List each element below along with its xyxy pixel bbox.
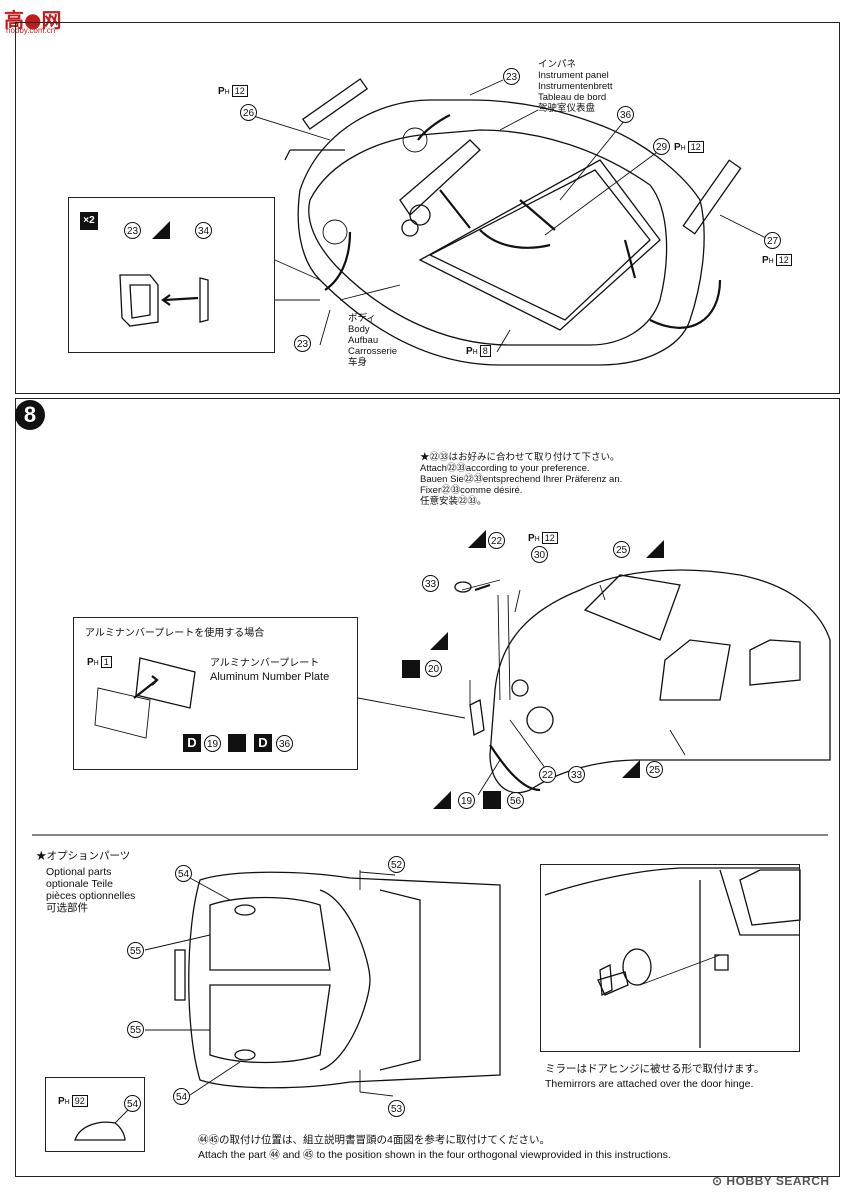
brand-watermark: ⊙ HOBBY SEARCH [712,1174,830,1188]
ph-num-box: 12 [775,254,792,266]
mirror-drawing [544,867,801,1048]
ph-num-box: 8 [479,345,491,357]
part-callout-25-bottom: 25 [646,761,663,778]
part-callout-29: 29 [653,138,670,155]
decal-icon: D [183,734,201,752]
number-plate-title: アルミナンバープレートを使用する場合 [85,628,265,639]
attach-preference-note: ★㉒㉝はお好みに合わせて取り付けて下さい。 Attach㉒㉝according … [420,452,623,507]
part-callout-33: 33 [422,575,439,592]
ph-letter: P [218,86,225,97]
position-note-en: Attach the part ㊹ and ㊺ to the position … [198,1149,671,1161]
plate-callout-19: 19 [204,735,221,752]
paint-icon [402,660,420,678]
step-number-badge: 8 [15,400,45,430]
top-panel [15,22,840,394]
decal-icon: D [254,734,272,752]
callout-33: 33 [568,766,585,783]
inset-callout-23: 23 [124,222,141,239]
part-callout-19: 19 [458,792,475,809]
position-note-jp: ㊹㊺の取付け位置は、組立説明書冒頭の4面図を参考に取付けてください。 [198,1134,551,1146]
watermark-glyph: 高●网 [4,8,62,32]
option-callout-55-top: 55 [127,942,144,959]
part-callout-23-bottom: 23 [294,335,311,352]
watermark-logo: 高●网 hobby.com.cn [4,4,74,38]
paint-icon [228,734,246,752]
part-callout-25-top: 25 [613,541,630,558]
options-title-jp: ★オプションパーツ [36,850,131,862]
part-callout-20: 20 [425,660,442,677]
topview-car [144,870,501,1097]
callout-22: 22 [539,766,556,783]
callout-dash: - [559,769,563,780]
small-inset-drawing [74,1109,129,1141]
small-callout-54: 54 [124,1095,141,1112]
number-plate-box [73,617,358,770]
brand-text: HOBBY SEARCH [726,1174,830,1188]
part-callout-23-top: 23 [503,68,520,85]
part-callout-56: 56 [507,792,524,809]
mirror-box [540,864,800,1052]
option-callout-54-top: 54 [175,865,192,882]
paint-icon [483,791,501,809]
options-title-lang: Optional parts optionale Teile pièces op… [46,866,136,914]
ph-num-box: 12 [231,85,248,97]
part-callout-36: 36 [617,106,634,123]
part-callout-22: 22 [488,532,505,549]
brand-logo-icon: ⊙ [712,1174,723,1188]
body-drawing [249,78,771,366]
part-callout-30: 30 [531,546,548,563]
times-two-badge: ×2 [80,212,98,230]
option-callout-55-bottom: 55 [127,1021,144,1038]
body-label: ボディ Body Aufbau Carrosserie 车身 [348,313,398,368]
part-callout-27: 27 [764,232,781,249]
ph-num-box: 1 [100,656,112,668]
plate-drawing [94,657,196,739]
part-callout-26: 26 [240,104,257,121]
ph-num-box: 12 [541,532,558,544]
mirror-note-en: Themirrors are attached over the door hi… [545,1078,754,1090]
instrument-panel-label: インパネ Instrument panel Instrumentenbrett … [538,59,613,114]
inset-drawing [119,274,209,327]
ph-num-box: 12 [687,141,704,153]
watermark-url: hobby.com.cn [6,26,56,35]
plate-callout-36: 36 [276,735,293,752]
option-callout-54-bottom: 54 [173,1088,190,1105]
ph-num-box: 92 [71,1095,88,1107]
option-callout-53: 53 [388,1100,405,1117]
plate-label-en: Aluminum Number Plate [210,671,330,683]
car-drawing [357,569,831,796]
ph-sub: H [224,89,230,96]
step-number: 8 [23,402,37,427]
plate-label-jp: アルミナンバープレート [210,658,320,669]
inset-callout-34: 34 [195,222,212,239]
option-callout-52: 52 [388,856,405,873]
small-inset-box [45,1077,145,1152]
mirror-note-jp: ミラーはドアヒンジに被せる形で取付けます。 [545,1063,765,1075]
parts-inset-box [68,197,275,353]
step8-panel [15,398,840,1177]
